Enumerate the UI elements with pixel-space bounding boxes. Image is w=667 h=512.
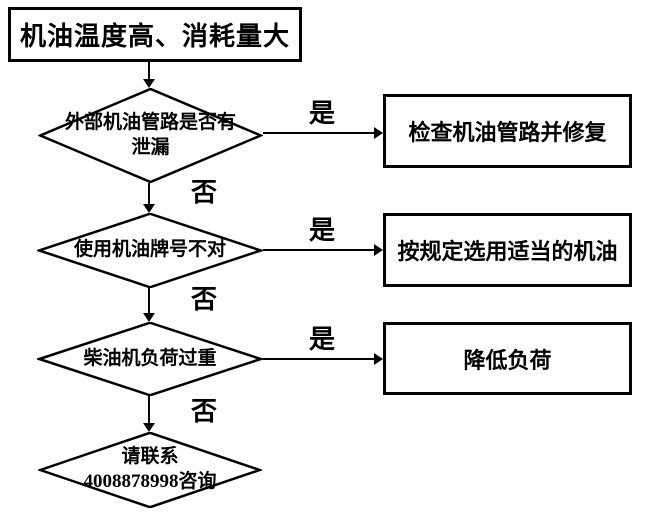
connector-decision3-to-action3 bbox=[263, 358, 374, 360]
connector-start-to-decision1 bbox=[148, 62, 150, 80]
decision-node-3: 柴油机负荷过重 bbox=[37, 322, 263, 396]
arrowhead-right-3-icon bbox=[374, 353, 383, 365]
action-node-1: 检查机油管路并修复 bbox=[383, 94, 632, 168]
start-node-label: 机油温度高、消耗量大 bbox=[19, 22, 290, 51]
connector-decision2-to-decision3 bbox=[148, 288, 150, 314]
diamond-shape-4 bbox=[38, 432, 262, 508]
yes-label-3: 是 bbox=[308, 325, 335, 354]
no-label-1: 否 bbox=[190, 178, 217, 207]
action-2-label: 按规定选用适当的机油 bbox=[397, 239, 618, 264]
diamond-shape-1 bbox=[38, 88, 263, 183]
arrowhead-down-1-icon bbox=[143, 79, 155, 88]
yes-label-1: 是 bbox=[308, 99, 335, 128]
yes-label-2: 是 bbox=[308, 216, 335, 245]
connector-decision1-to-action1 bbox=[263, 132, 374, 134]
fallback-label: 请联系 4008878998咨询 bbox=[83, 446, 217, 492]
arrowhead-right-2-icon bbox=[374, 244, 383, 256]
connector-decision1-to-decision2 bbox=[148, 183, 150, 205]
diamond-shape-2 bbox=[37, 213, 263, 288]
fallback-node: 请联系 4008878998咨询 bbox=[38, 432, 262, 508]
decision-node-1: 外部机油管路是否有 泄漏 bbox=[38, 88, 263, 183]
no-label-2: 否 bbox=[190, 285, 217, 314]
arrowhead-down-2-icon bbox=[143, 204, 155, 213]
decision-2-label: 使用机油牌号不对 bbox=[73, 239, 226, 261]
decision-3-label: 柴油机负荷过重 bbox=[83, 347, 217, 369]
arrowhead-down-4-icon bbox=[143, 423, 155, 432]
no-label-3: 否 bbox=[190, 397, 217, 426]
action-1-label: 检查机油管路并修复 bbox=[408, 120, 607, 145]
action-node-3: 降低负荷 bbox=[383, 322, 632, 395]
connector-decision2-to-action2 bbox=[263, 249, 374, 251]
arrowhead-right-1-icon bbox=[374, 127, 383, 139]
connector-decision3-to-fallback bbox=[148, 396, 150, 424]
decision-node-2: 使用机油牌号不对 bbox=[37, 213, 263, 288]
arrowhead-down-3-icon bbox=[143, 313, 155, 322]
decision-1-label: 外部机油管路是否有 泄漏 bbox=[64, 111, 236, 158]
start-node: 机油温度高、消耗量大 bbox=[8, 7, 302, 62]
action-3-label: 降低负荷 bbox=[463, 347, 552, 373]
action-node-2: 按规定选用适当的机油 bbox=[383, 213, 632, 287]
diamond-shape-3 bbox=[37, 322, 263, 396]
